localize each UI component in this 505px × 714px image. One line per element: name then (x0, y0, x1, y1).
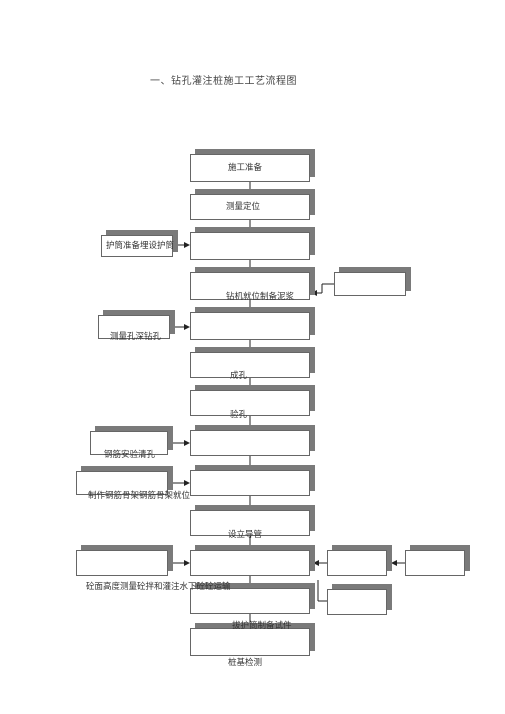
label-step-1: 施工准备 (228, 163, 263, 173)
box-step-3 (190, 232, 310, 260)
box-step-10 (190, 510, 310, 536)
label-step-12: 拔护筒制备试件 (232, 621, 292, 631)
box-step-13 (190, 628, 310, 656)
label-step-7: 验孔 (230, 410, 248, 420)
label-step-6: 成孔 (230, 371, 248, 381)
box-step-7 (190, 390, 310, 416)
box-step-4 (190, 272, 310, 300)
box-side-right-4 (334, 272, 406, 296)
box-step-1 (190, 154, 310, 182)
label-step-5: 测量孔深钻孔 (110, 332, 162, 342)
box-side-cage (76, 471, 168, 495)
box-side-right-12 (327, 589, 387, 615)
box-step-12 (190, 588, 310, 614)
box-step-9 (190, 470, 310, 496)
label-step-2: 测量定位 (226, 202, 261, 212)
box-side-right-11b (405, 550, 465, 576)
label-step-3: 护筒准备埋设护筒 (106, 241, 175, 251)
label-step-9: 制作钢筋骨架钢筋骨架就位 (88, 491, 191, 501)
box-side-left-11 (76, 550, 168, 576)
box-step-8 (190, 430, 310, 456)
label-step-10: 设立导管 (228, 530, 263, 540)
page-title: 一、钻孔灌注桩施工工艺流程图 (150, 76, 297, 87)
label-step-4: 钻机就位制备泥浆 (226, 292, 295, 302)
box-step-2 (190, 194, 310, 220)
box-side-depth (98, 315, 170, 339)
label-step-11: 砼面高度测量砼拌和灌注水下砼砼运输 (86, 582, 231, 592)
box-side-casing (101, 235, 173, 257)
box-step-6 (190, 352, 310, 378)
box-side-right-11a (327, 550, 387, 576)
label-step-8: 钢筋安验清孔 (104, 450, 156, 460)
box-step-11 (190, 550, 310, 576)
label-step-13: 桩基检测 (228, 658, 263, 668)
box-side-steel-check (90, 431, 168, 455)
box-step-5 (190, 312, 310, 340)
